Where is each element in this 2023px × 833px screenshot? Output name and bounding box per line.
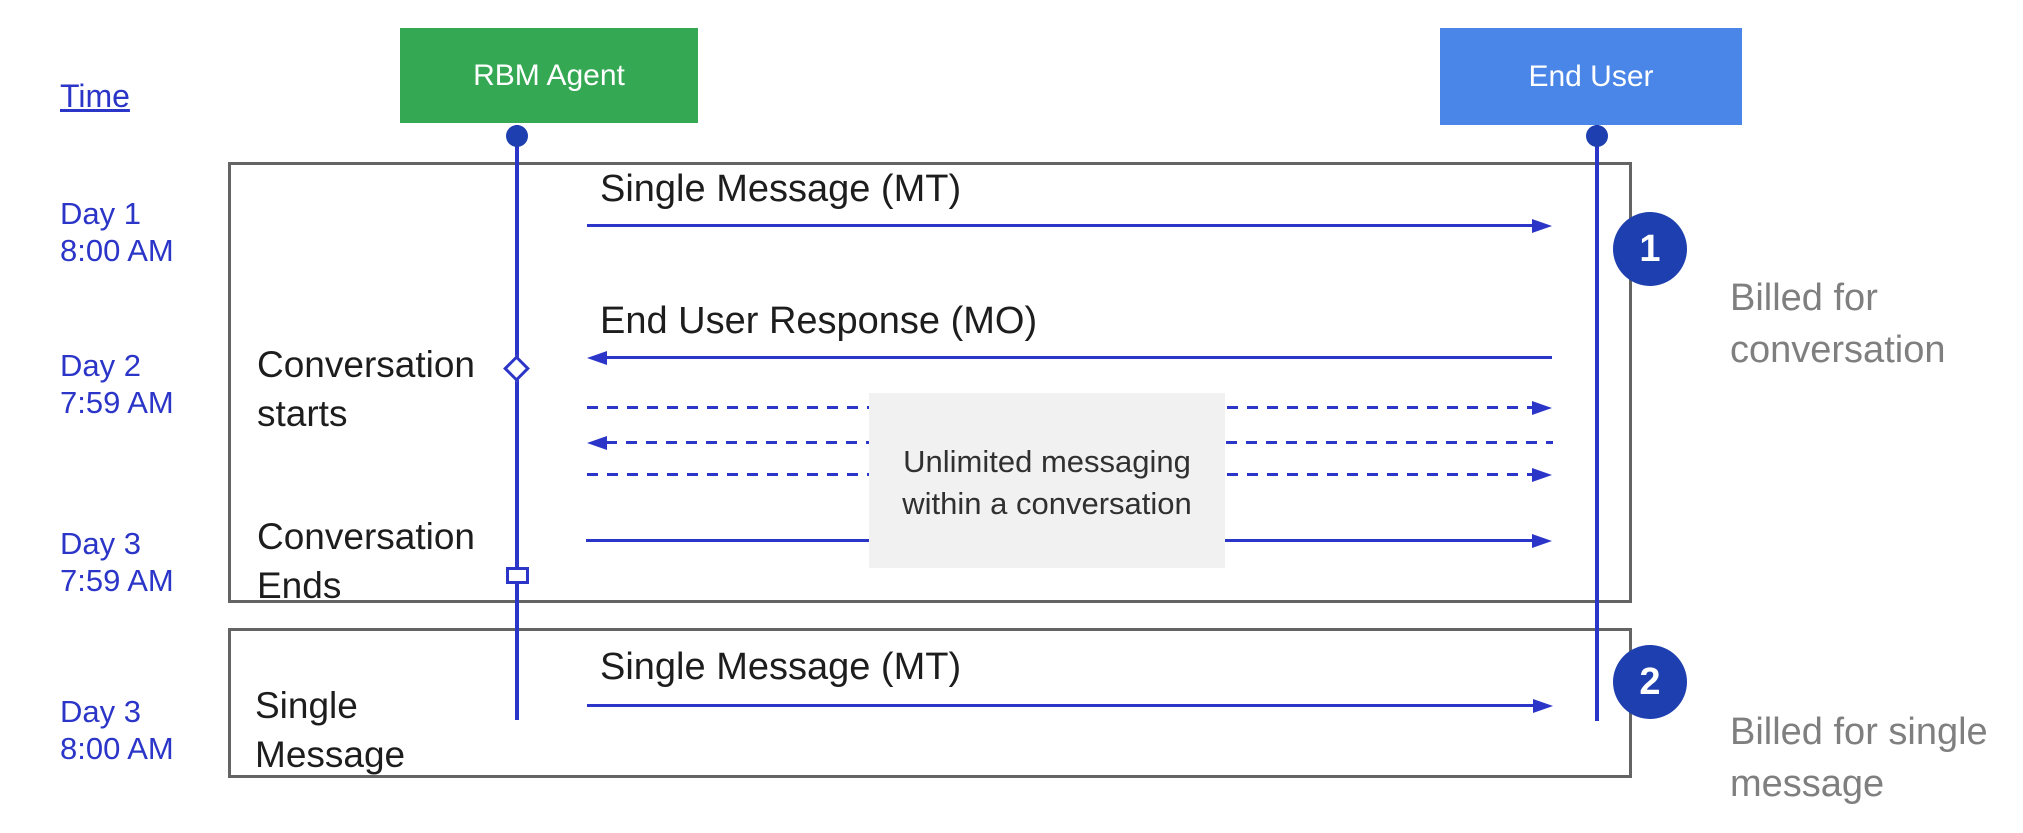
time-link[interactable]: Time: [60, 78, 130, 114]
frame1-mo-arrow-line: [606, 356, 1552, 359]
conversation-end-square-icon: [506, 567, 529, 584]
end-user-box: End User: [1440, 28, 1742, 125]
unlimited-messaging-note: Unlimited messaging within a conversatio…: [869, 393, 1225, 568]
rbm-agent-lifeline-dot-icon: [506, 125, 528, 147]
callout-1-badge: 1: [1613, 212, 1687, 286]
conversation-frame: [228, 162, 1632, 603]
dashed-arrow1-arrowhead-icon: [1532, 401, 1552, 415]
dashed-arrow2-arrowhead-icon: [587, 436, 607, 450]
frame1-last-message-arrowhead-icon: [1532, 534, 1552, 548]
rbm-agent-lifeline: [515, 125, 519, 720]
frame2-mt-arrow-line: [587, 704, 1535, 707]
end-user-label: End User: [1528, 59, 1654, 93]
end-user-lifeline-dot-icon: [1586, 125, 1608, 147]
frame1-mt-arrowhead-icon: [1532, 219, 1552, 233]
callout-2-badge: 2: [1613, 645, 1687, 719]
rbm-agent-label: RBM Agent: [473, 58, 625, 92]
frame1-mt-label: Single Message (MT): [600, 168, 962, 210]
rbm-agent-box: RBM Agent: [400, 28, 698, 123]
frame1-mo-label: End User Response (MO): [600, 300, 1038, 342]
frame1-mo-arrowhead-icon: [587, 351, 607, 365]
dashed-arrow3-arrowhead-icon: [1532, 468, 1552, 482]
frame1-mt-arrow-line: [587, 224, 1534, 227]
frame2-mt-label: Single Message (MT): [600, 646, 962, 688]
end-user-lifeline: [1595, 125, 1599, 721]
frame2-mt-arrowhead-icon: [1533, 699, 1553, 713]
